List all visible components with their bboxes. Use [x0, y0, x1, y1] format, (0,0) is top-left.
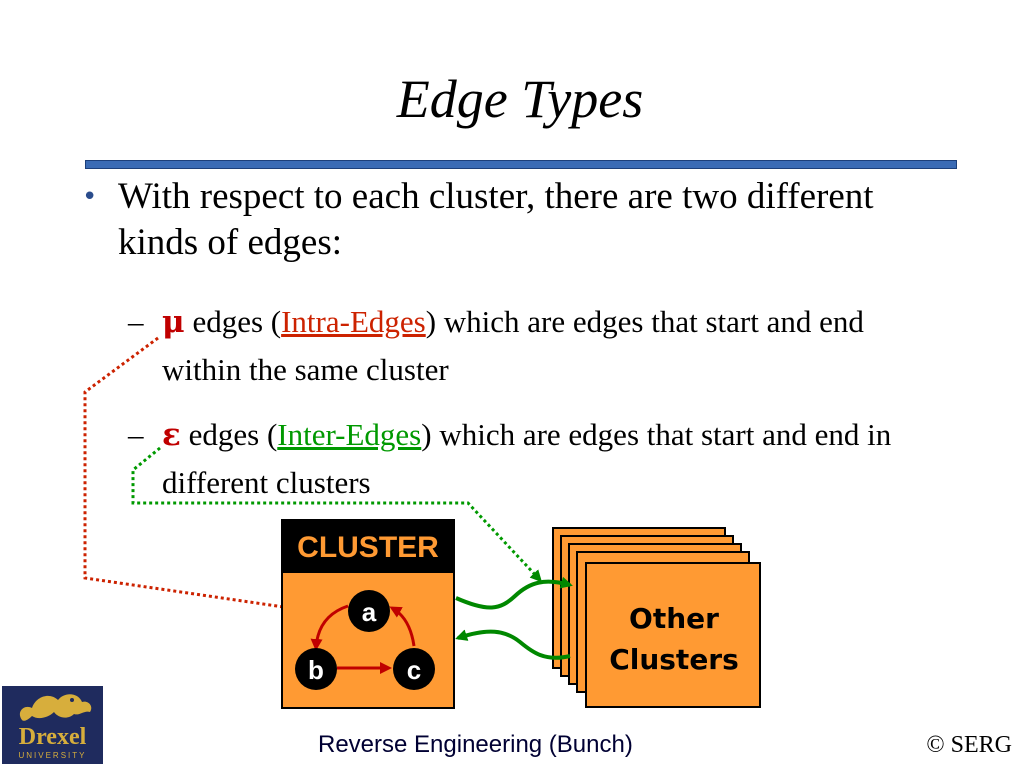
- footer-title: Reverse Engineering (Bunch): [318, 731, 633, 758]
- dash-marker: –: [128, 304, 144, 339]
- node-c-label: c: [407, 655, 421, 685]
- subitem-text: ε edges (Inter-Edges) which are edges th…: [128, 411, 938, 506]
- drexel-logo: Drexel UNIVERSITY: [2, 686, 103, 764]
- other-clusters-stack: Other Clusters: [552, 527, 761, 708]
- inter-edge-in: [455, 629, 571, 660]
- inter-edge-out: [455, 576, 573, 610]
- subitem-text: μ edges (Intra-Edges) which are edges th…: [128, 298, 938, 393]
- other-clusters-label-2: Clusters: [609, 643, 739, 676]
- subitem-before: edges (: [180, 417, 278, 452]
- subitem-after: ) which are edges that start and end in …: [162, 417, 892, 500]
- mu-symbol: μ: [162, 304, 185, 340]
- cluster-label: CLUSTER: [297, 531, 439, 564]
- footer-copyright: © SERG: [926, 732, 1012, 758]
- subitem-after: ) which are edges that start and end wit…: [162, 304, 864, 387]
- node-a-label: a: [362, 597, 377, 627]
- subitem-before: edges (: [184, 304, 282, 339]
- edge-a-to-b: [310, 604, 349, 651]
- edge-c-to-a: [389, 606, 416, 647]
- subitem-intra-edges: – μ edges (Intra-Edges) which are edges …: [128, 298, 938, 393]
- logo-university: UNIVERSITY: [18, 751, 87, 760]
- title-rule: [85, 160, 957, 169]
- node-b: b: [295, 648, 337, 690]
- node-c: c: [393, 648, 435, 690]
- inter-edges-link[interactable]: Inter-Edges: [277, 417, 422, 452]
- main-bullet: • With respect to each cluster, there ar…: [82, 174, 912, 266]
- subitem-inter-edges: – ε edges (Inter-Edges) which are edges …: [128, 411, 938, 506]
- node-b-label: b: [308, 655, 324, 685]
- inter-dotted-connector: [131, 446, 543, 583]
- logo-wordmark: Drexel: [18, 724, 87, 750]
- bullet-text: With respect to each cluster, there are …: [118, 176, 874, 263]
- intra-edges-link[interactable]: Intra-Edges: [281, 304, 426, 339]
- other-clusters-label-1: Other: [629, 602, 719, 635]
- epsilon-symbol: ε: [162, 417, 181, 453]
- dash-marker: –: [128, 417, 144, 452]
- slide-title: Edge Types: [396, 69, 644, 129]
- bullet-dot: •: [82, 182, 98, 212]
- node-a: a: [348, 590, 390, 632]
- dragon-icon: [19, 694, 92, 721]
